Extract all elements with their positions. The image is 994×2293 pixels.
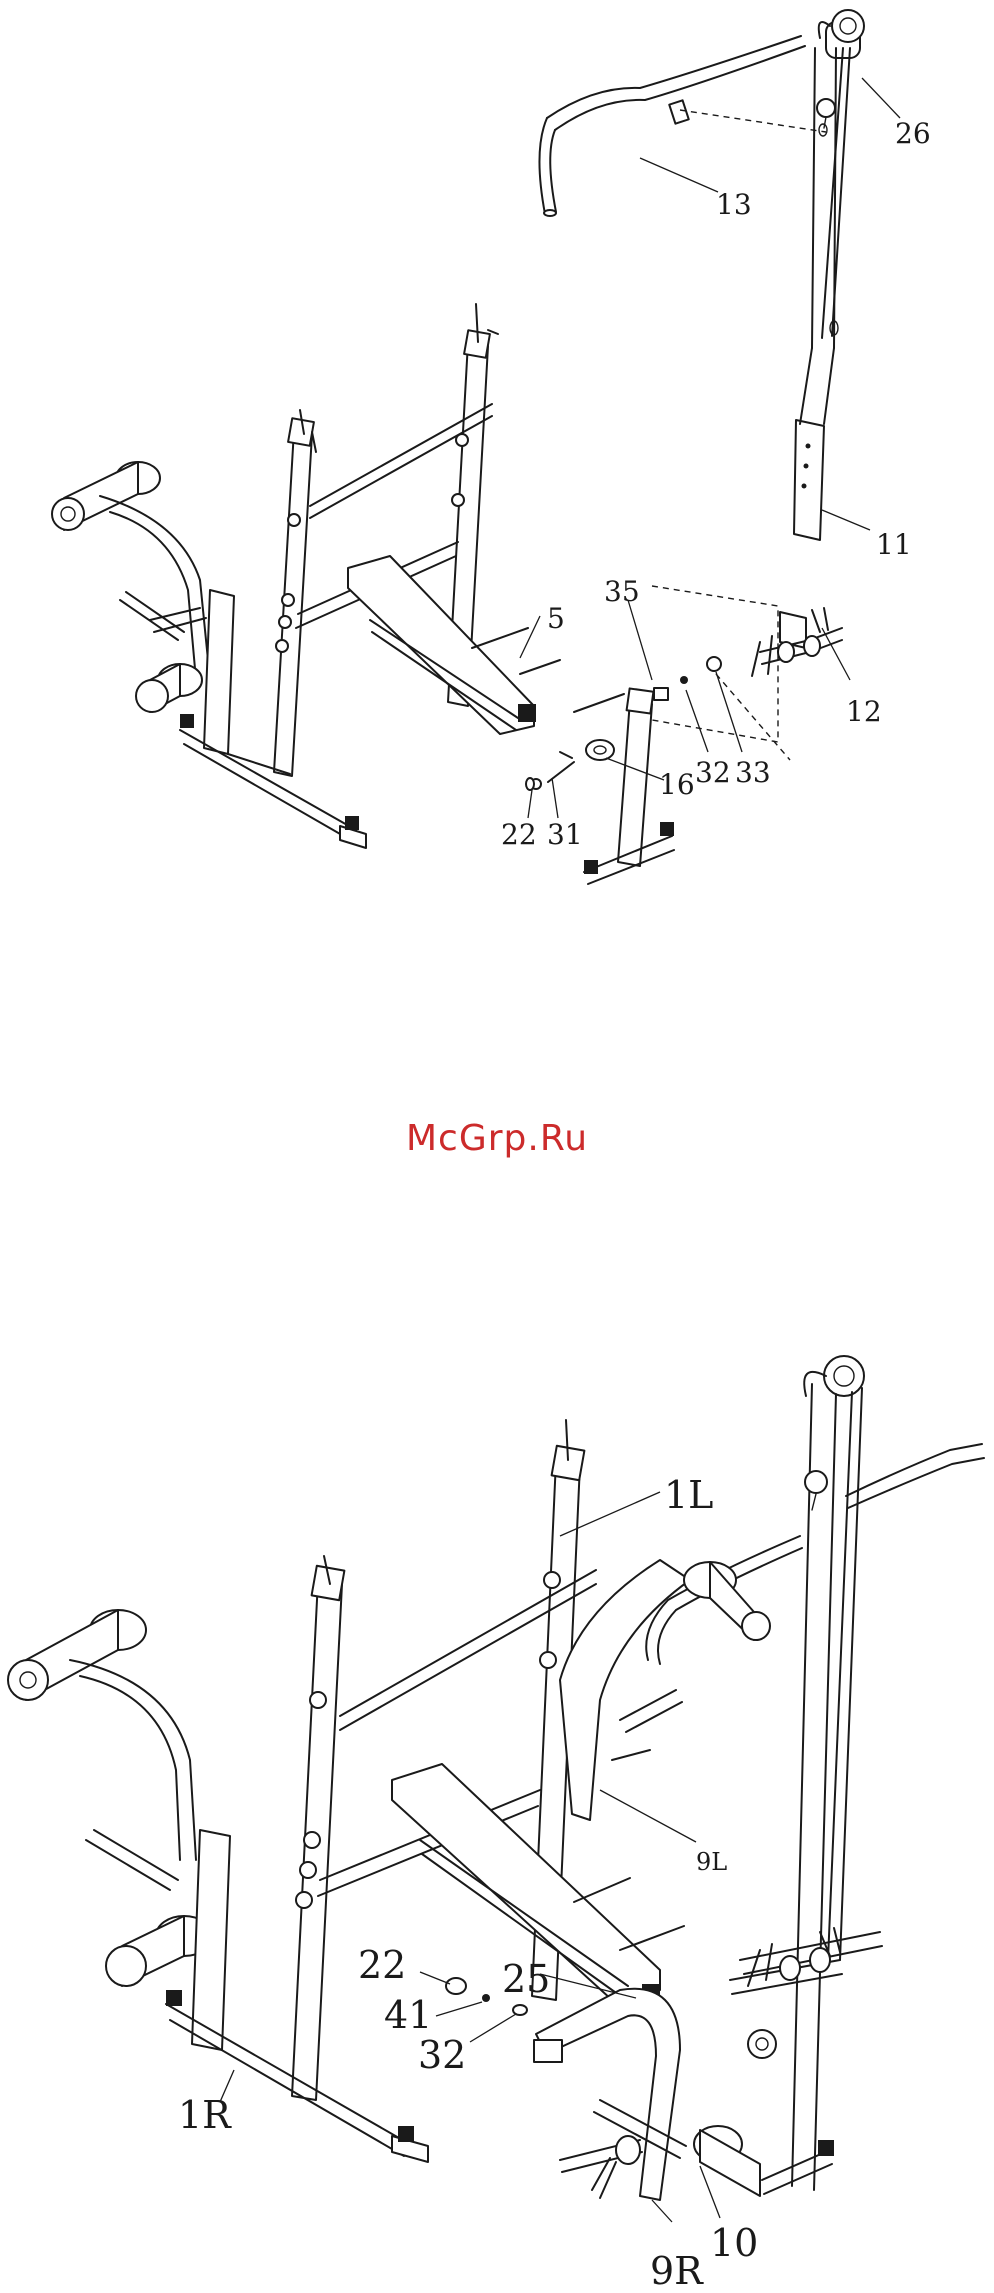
callout-1l: 1L (664, 1473, 713, 1517)
callout-41: 41 (384, 1993, 432, 2037)
part-arm-9r (534, 1989, 760, 2200)
callout-32: 32 (418, 2033, 466, 2077)
callout-9r: 9R (650, 2249, 704, 2293)
callout-1r: 1R (178, 2093, 232, 2137)
callout-25: 25 (502, 1957, 550, 2001)
part-lat-tower-bottom (740, 1356, 864, 2194)
callouts-bottom: 1L 9L 22 25 41 32 1R 9R 10 (178, 1473, 758, 2293)
callout-10: 10 (710, 2221, 758, 2265)
part-main-frame-bottom (166, 1420, 596, 2162)
part-leg-developer-bottom (8, 1610, 212, 1986)
callout-9l: 9L (696, 1848, 727, 1876)
part-arm-9l (560, 1560, 770, 1820)
part-bracket-bottom (730, 1928, 882, 2058)
callout-22: 22 (358, 1943, 406, 1987)
